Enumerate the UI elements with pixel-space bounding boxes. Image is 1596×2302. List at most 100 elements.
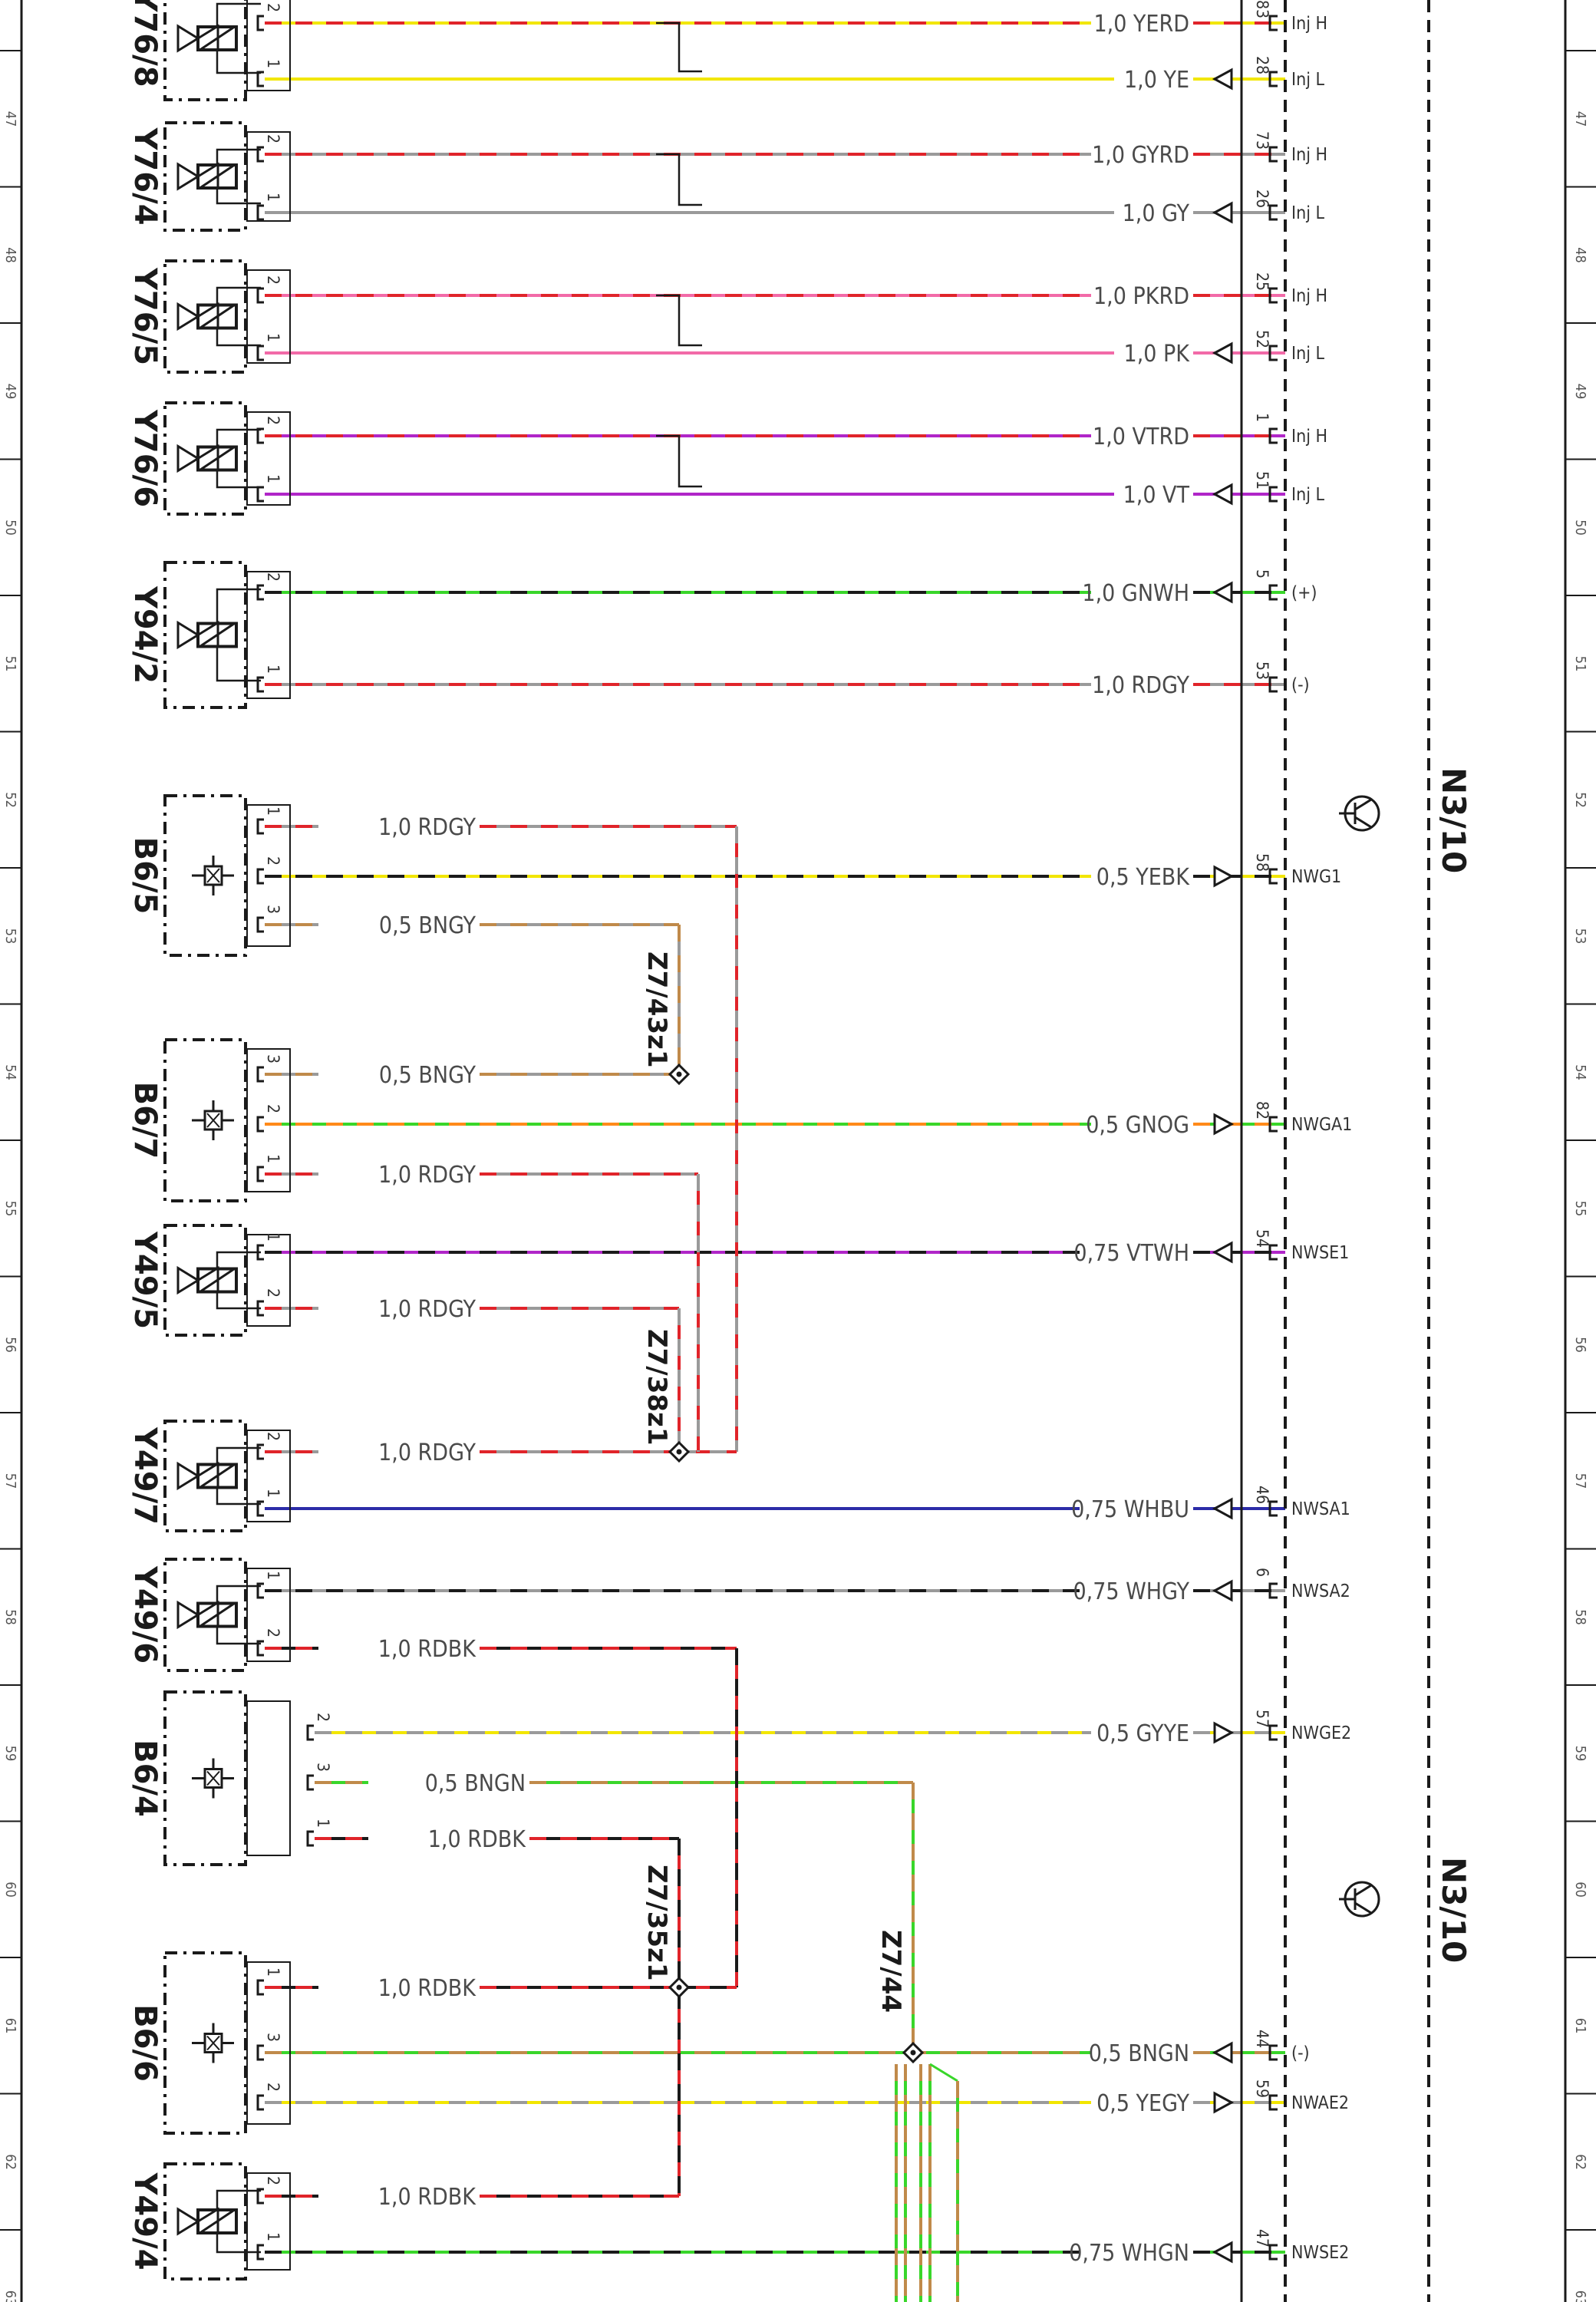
row-number: 55 <box>2 1201 18 1217</box>
module-label: B6/4 <box>127 1740 163 1817</box>
module-pin-number: 2 <box>264 134 282 143</box>
coil-lead <box>216 588 261 682</box>
row-number: 57 <box>1572 1473 1588 1489</box>
module-label: Y49/5 <box>127 1231 163 1329</box>
wire-crossover <box>656 434 702 488</box>
pin-bracket <box>256 1116 264 1133</box>
module-pin: 2 <box>256 3 282 31</box>
pin-bracket <box>256 146 264 163</box>
module-pin: 1 <box>256 2232 282 2261</box>
pin-bracket <box>256 2244 264 2261</box>
ecu-signal-label: NWSA2 <box>1291 1581 1350 1601</box>
pin-bracket <box>256 15 264 31</box>
row-number: 52 <box>2 792 18 808</box>
label-backing <box>1091 1719 1192 1745</box>
module-pin: 2 <box>256 1104 282 1133</box>
ecu-pin-number: 58 <box>1253 853 1271 872</box>
module-pin-number: 3 <box>264 905 282 914</box>
wire-label: 0,75 WHGY <box>1073 1578 1189 1605</box>
module-pin: 1 <box>256 1967 282 1996</box>
label-backing <box>1114 199 1192 225</box>
pin-bracket <box>306 1774 314 1791</box>
module-pin-number: 1 <box>264 1967 282 1977</box>
row-number: 52 <box>1572 792 1588 808</box>
ecu-pin-number: 46 <box>1253 1486 1271 1504</box>
connector-block <box>246 804 291 947</box>
module-outline <box>163 1558 247 1672</box>
row-number: 53 <box>1572 928 1588 945</box>
splice: Z7/43z1 <box>641 951 691 1086</box>
module-outline <box>163 794 247 957</box>
ecu-pin-number: 44 <box>1253 2030 1271 2048</box>
row-number: 55 <box>1572 1201 1588 1217</box>
splice-label: Z7/38z1 <box>641 1329 672 1446</box>
wire-label: 1,0 RDBK <box>378 1636 477 1663</box>
module-y494: Y49/4 <box>127 2162 291 2281</box>
wire-crossover <box>656 294 702 347</box>
coil-lead <box>216 286 261 347</box>
row-number: 62 <box>2 2154 18 2170</box>
row-number: 60 <box>1572 1882 1588 1898</box>
connector-block <box>246 1568 291 1662</box>
connector-block <box>246 1234 291 1327</box>
wire-run-short: 1,0 RDGY <box>265 1162 698 1189</box>
module-y764: Y76/4 <box>127 121 291 232</box>
module-y942: Y94/2 <box>127 561 291 709</box>
ecu-pin <box>1268 71 1278 87</box>
row-number: 51 <box>1572 656 1588 672</box>
wire-label: 0,75 WHBU <box>1071 1496 1189 1523</box>
pin-bracket <box>256 204 264 221</box>
wire-label: 0,5 YEGY <box>1096 2090 1189 2117</box>
ecu-signal-label: Inj L <box>1291 70 1325 90</box>
label-backing <box>1080 1238 1192 1265</box>
ecu-label: N3/10 <box>1435 767 1472 873</box>
signal-arrow <box>1212 2041 1233 2064</box>
ecu-signal-label: NWGA1 <box>1291 1115 1352 1135</box>
module-pin: 1 <box>256 806 282 835</box>
module-pin-number: 2 <box>264 275 282 285</box>
module-pin: 2 <box>256 1628 282 1657</box>
splice-dot <box>676 1071 682 1077</box>
module-pin: 1 <box>256 665 282 693</box>
module-label: Y49/6 <box>127 1565 163 1664</box>
component-modules: Y76/8Y76/4Y76/5Y76/6Y94/2B6/5B6/7Y49/5Y4… <box>127 0 332 2281</box>
ecu-signal-label: NWAE2 <box>1291 2093 1349 2113</box>
coil-lead <box>216 2 261 74</box>
splice: Z7/38z1 <box>641 1329 691 1463</box>
ecu-pin-number: 1 <box>1253 413 1271 422</box>
ecu-pin-number: 5 <box>1253 569 1271 579</box>
coil-lead <box>216 1251 261 1310</box>
pin-bracket <box>256 818 264 835</box>
wire-run-short: 1,0 RDGY <box>265 1440 679 1466</box>
splice-label: Z7/44 <box>875 1930 906 2013</box>
connector-block <box>246 1700 291 1856</box>
pin-bracket <box>256 916 264 933</box>
pin-bracket <box>256 1166 264 1182</box>
pin-bracket <box>256 345 264 361</box>
ecu-pin-number: 83 <box>1253 0 1271 18</box>
row-number: 56 <box>2 1337 18 1353</box>
ecu-pin-number: 53 <box>1253 661 1271 680</box>
module-pin-number: 1 <box>264 665 282 674</box>
ecu-pin <box>1268 1500 1278 1517</box>
coil-lead <box>216 428 261 489</box>
module-y496: Y49/6 <box>127 1558 291 1672</box>
label-backing <box>1080 1495 1192 1521</box>
module-outline <box>163 1224 247 1337</box>
signal-arrow <box>1212 1579 1233 1602</box>
module-outline <box>163 0 247 101</box>
splice-dot <box>910 2050 916 2056</box>
label-backing <box>1114 339 1192 365</box>
ecu-signal-label: (+) <box>1291 583 1317 603</box>
module-pin: 2 <box>256 2176 282 2205</box>
